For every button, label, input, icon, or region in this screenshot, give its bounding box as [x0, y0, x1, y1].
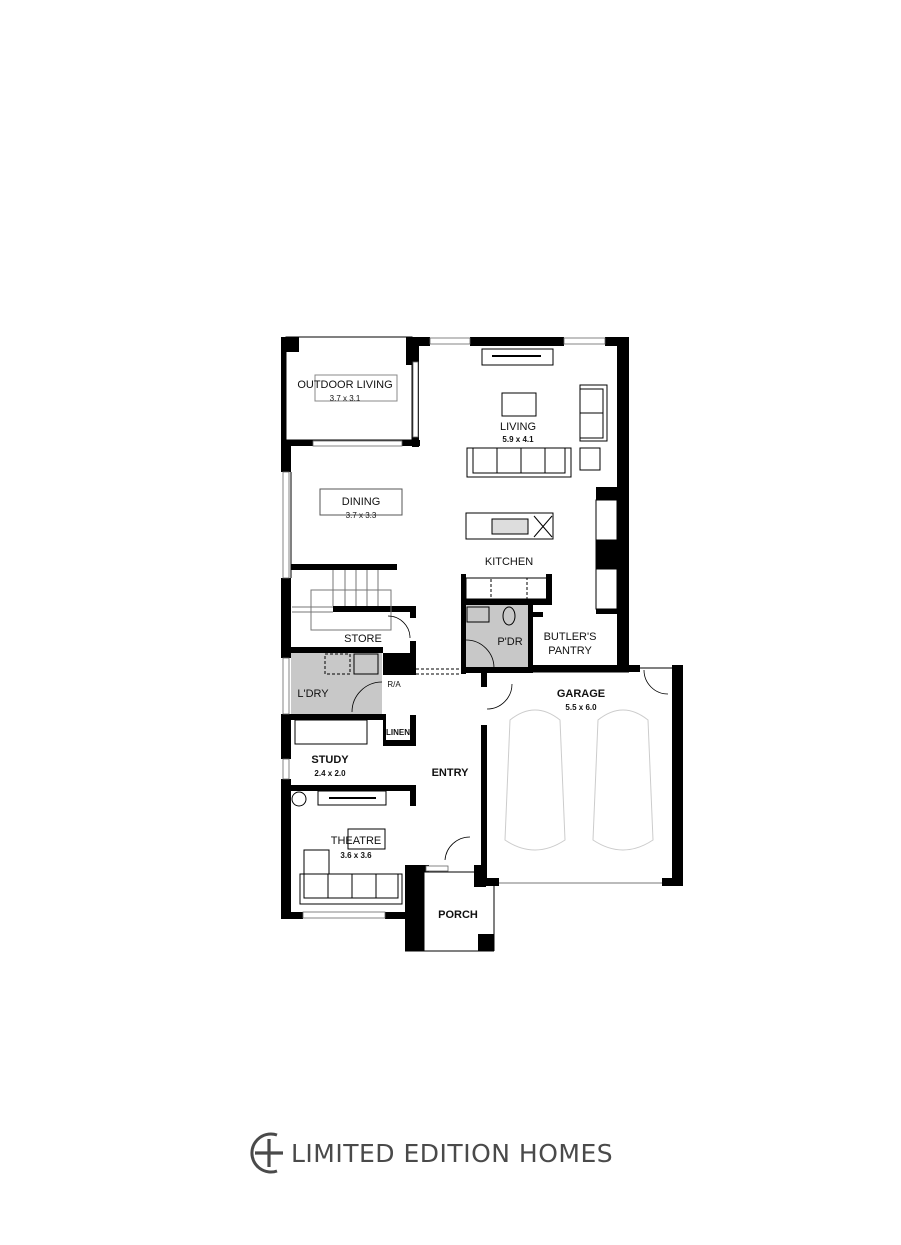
car-outlines: [504, 709, 654, 851]
room-linen-label: LINEN: [386, 728, 410, 737]
room-garage-label: GARAGE: [557, 688, 605, 700]
brand-name: LIMITED EDITION HOMES: [291, 1138, 614, 1168]
windows: [282, 337, 606, 919]
room-labels: OUTDOOR LIVING 3.7 x 3.1 LIVING 5.9 x 4.…: [297, 379, 605, 921]
laundry-floor: [291, 653, 382, 714]
room-study-dims: 2.4 x 2.0: [314, 769, 346, 778]
plus-circle-icon: [250, 1132, 283, 1174]
walls: [281, 337, 683, 951]
room-theatre-label: THEATRE: [331, 835, 382, 847]
room-dining-dims: 3.7 x 3.3: [346, 511, 377, 520]
furniture: [291, 348, 618, 905]
room-entry-label: ENTRY: [432, 767, 470, 779]
room-living-label: LIVING: [500, 421, 536, 433]
room-theatre-dims: 3.6 x 3.6: [340, 851, 372, 860]
powder-floor: [465, 605, 528, 669]
room-porch-label: PORCH: [438, 909, 478, 921]
doors: [351, 615, 669, 861]
room-garage-dims: 5.5 x 6.0: [565, 703, 597, 712]
outlines: [285, 336, 672, 952]
brand-logo: LIMITED EDITION HOMES: [247, 1130, 613, 1176]
room-powder-label: P'DR: [497, 636, 522, 648]
room-butlers-pantry-label-2: PANTRY: [548, 645, 592, 657]
room-outdoor-living-label: OUTDOOR LIVING: [297, 379, 392, 391]
room-kitchen-label: KITCHEN: [485, 556, 533, 568]
room-outdoor-living-dims: 3.7 x 3.1: [330, 394, 361, 403]
room-living-dims: 5.9 x 4.1: [502, 435, 534, 444]
room-ra-label: R/A: [387, 680, 401, 689]
room-butlers-pantry-label: BUTLER'S: [544, 631, 597, 643]
room-store-label: STORE: [344, 633, 382, 645]
room-laundry-label: L'DRY: [297, 688, 329, 700]
room-study-label: STUDY: [311, 754, 349, 766]
room-dining-label: DINING: [342, 496, 381, 508]
